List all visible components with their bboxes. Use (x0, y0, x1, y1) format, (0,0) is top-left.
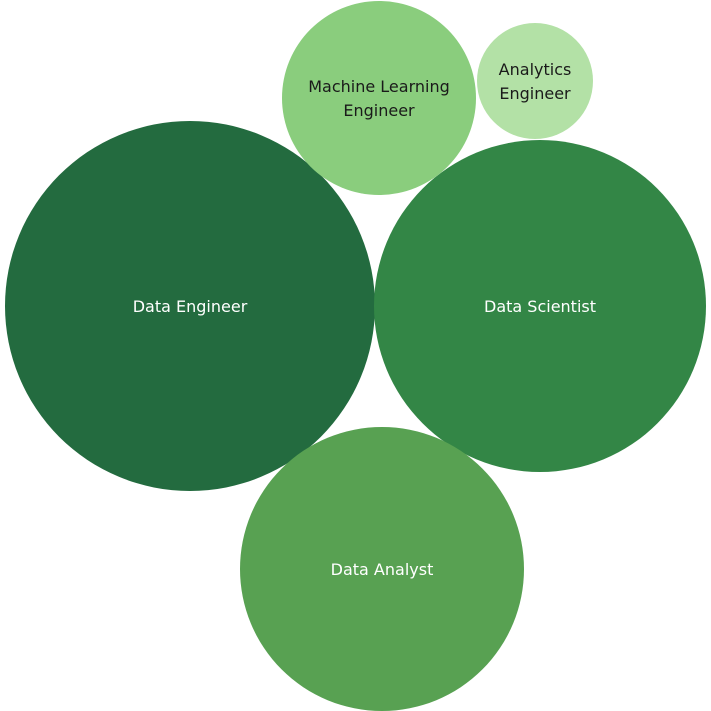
bubble-label-line: Machine Learning (308, 77, 450, 96)
bubble-label-line: Analytics (499, 60, 572, 79)
bubble-label-line: Data Analyst (331, 560, 434, 579)
bubble-label-line: Engineer (343, 101, 415, 120)
bubble-data-engineer[interactable] (5, 121, 375, 491)
bubble-data-scientist[interactable] (374, 140, 706, 472)
bubble-label-data-engineer: Data Engineer (133, 297, 248, 316)
bubble-label-line: Data Scientist (484, 297, 596, 316)
bubble-analytics-engineer[interactable] (477, 23, 593, 139)
bubble-label-data-scientist: Data Scientist (484, 297, 596, 316)
bubble-label-line: Data Engineer (133, 297, 248, 316)
bubble-data-analyst[interactable] (240, 427, 524, 711)
bubble-label-line: Engineer (499, 84, 571, 103)
bubble-machine-learning-engineer[interactable] (282, 1, 476, 195)
bubble-label-data-analyst: Data Analyst (331, 560, 434, 579)
